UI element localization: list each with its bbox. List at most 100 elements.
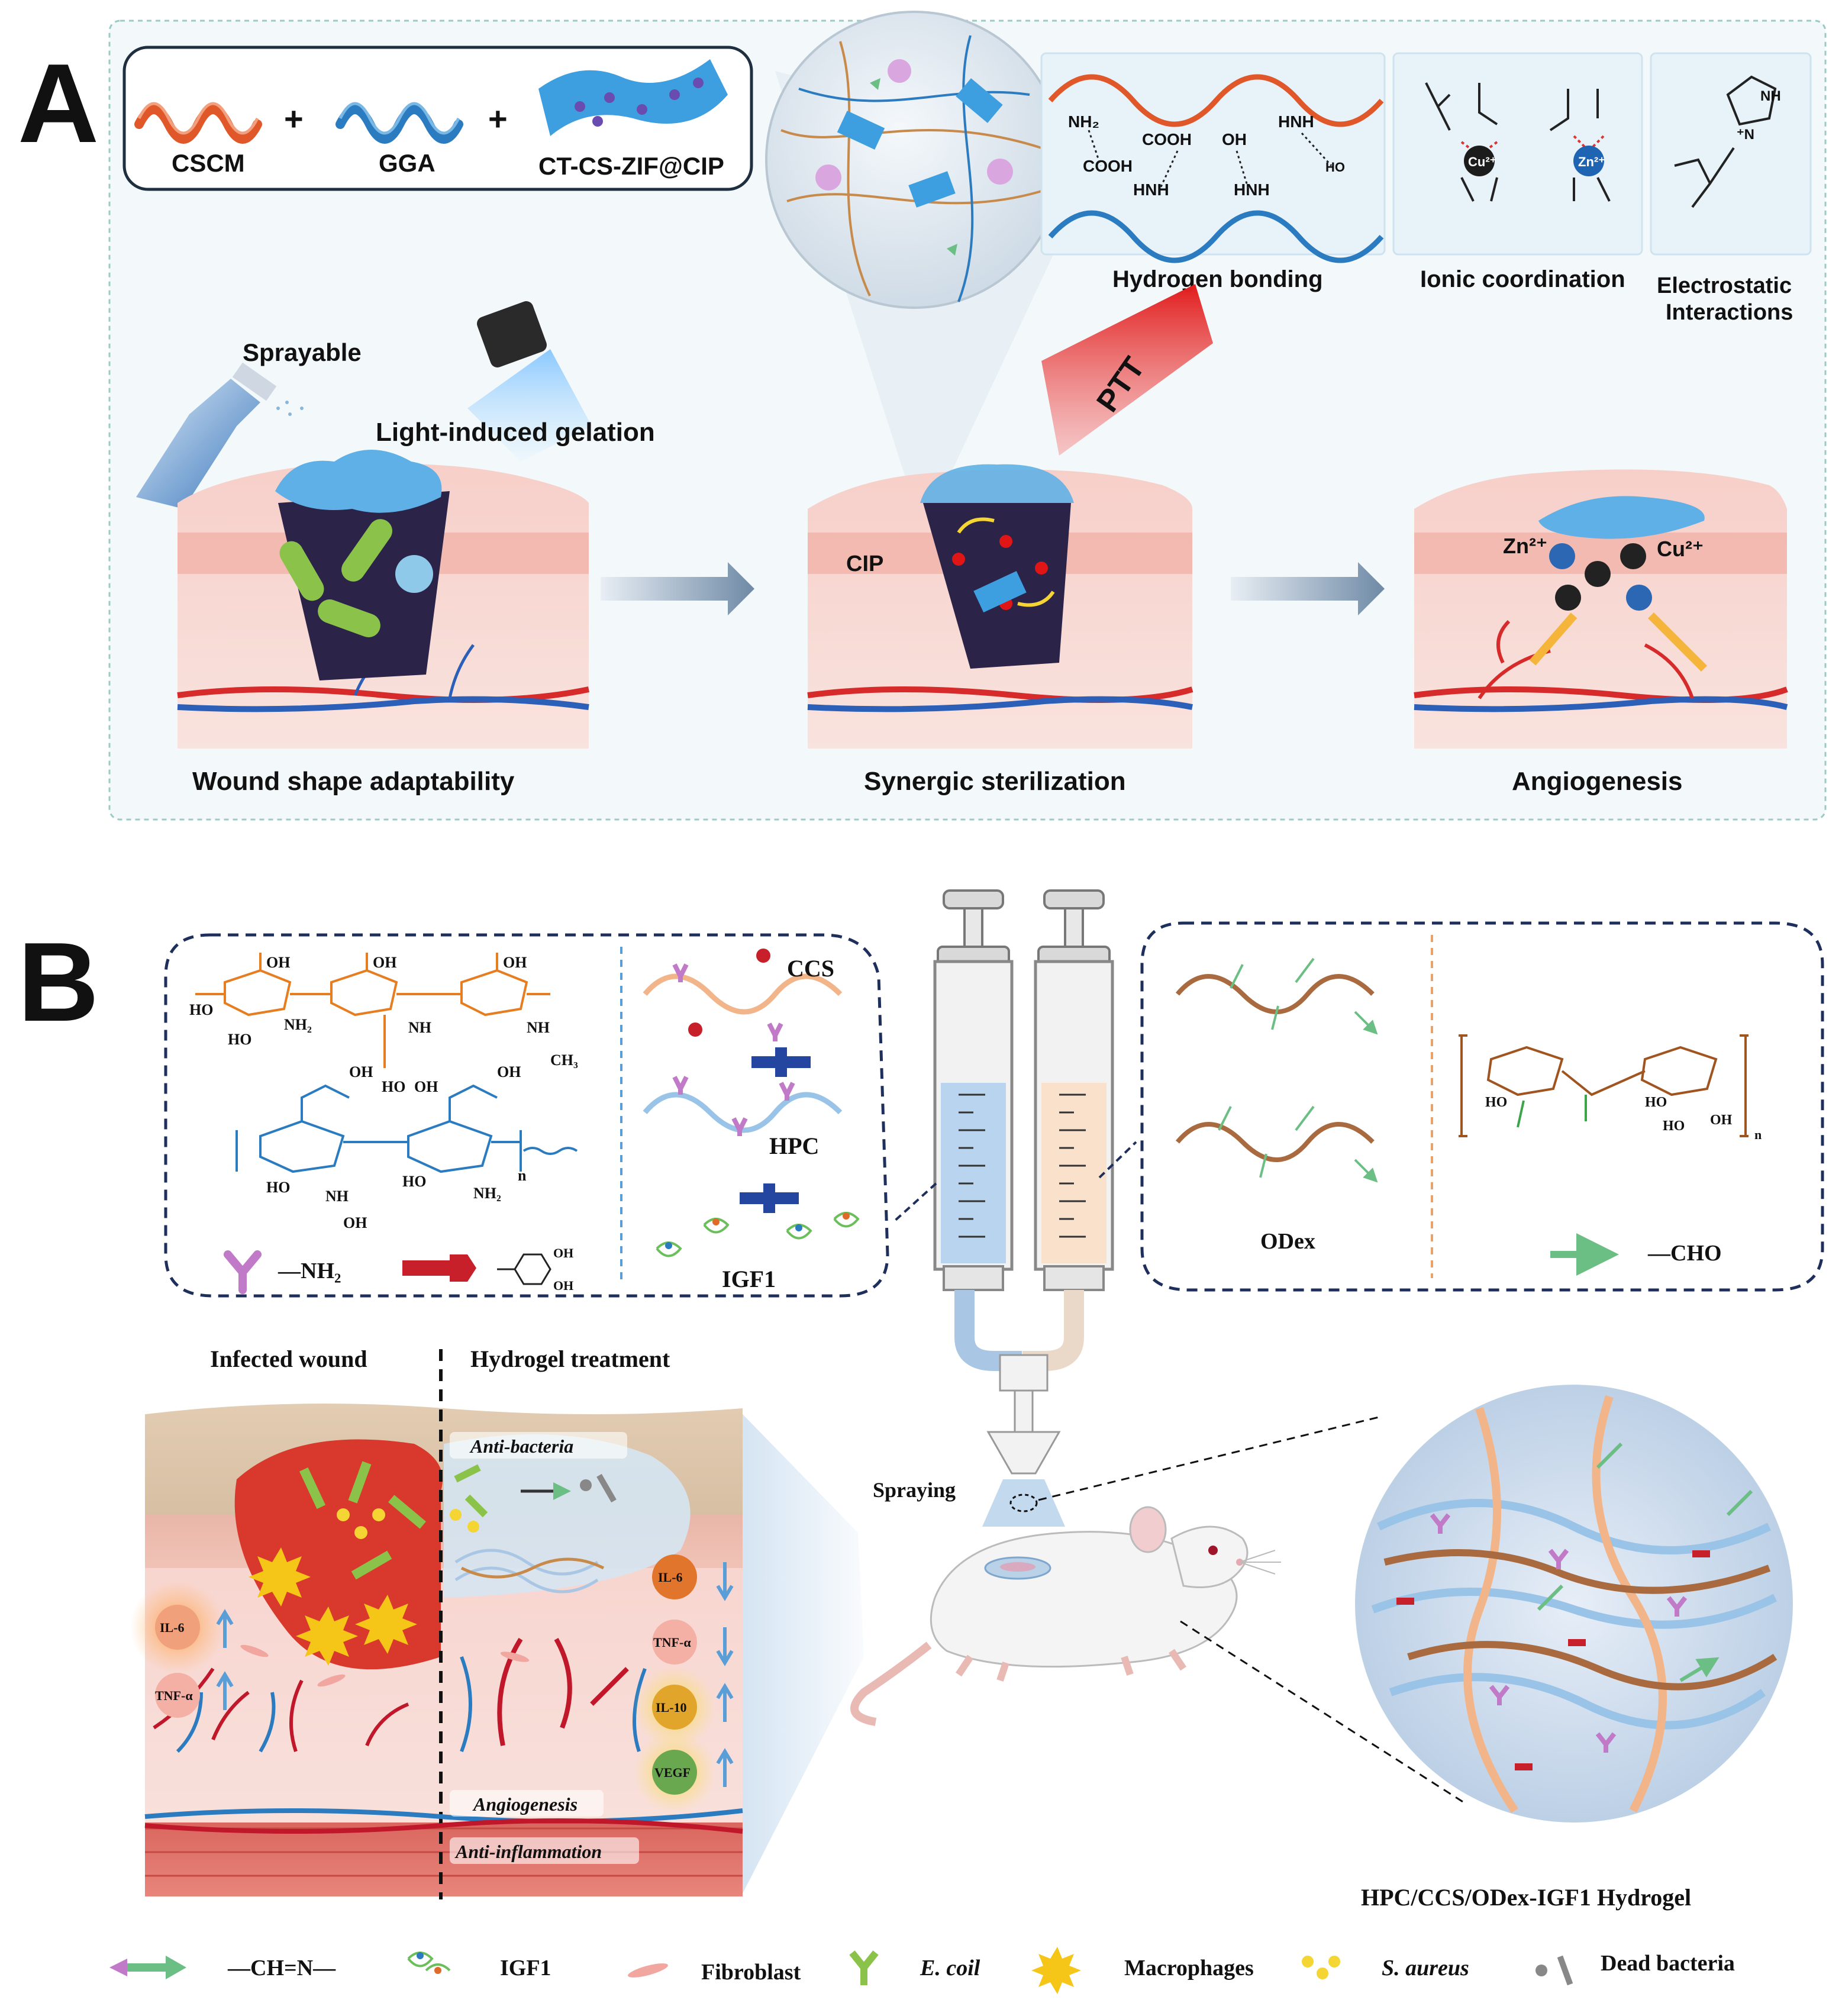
- legend-dead-bacteria-label: Dead bacteria: [1601, 1951, 1735, 1976]
- cscm-helix-icon: [134, 102, 262, 144]
- cytokine-right-tnf: TNF-α: [653, 1635, 691, 1650]
- cytokine-right-il10: IL-10: [656, 1700, 687, 1715]
- hydrogel-name-label: HPC/CCS/ODex-IGF1 Hydrogel: [1361, 1884, 1691, 1911]
- wound-schematic: [144, 1349, 743, 1899]
- il10-bubble: [652, 1685, 697, 1730]
- legend-imine-label: —CH=N—: [227, 1956, 336, 1980]
- angiogenesis-arrow-left: [1529, 612, 1578, 666]
- plus-sign-1: +: [284, 100, 304, 137]
- legend-fibroblast-label: Fibroblast: [701, 1960, 801, 1985]
- interaction-label-electrostatic-2: Interactions: [1666, 300, 1793, 325]
- legend-fibroblast-icon: [628, 1963, 668, 1978]
- stage-arrow-2: [1231, 562, 1385, 615]
- spraying-label: Spraying: [873, 1478, 956, 1502]
- chem-nh: NH: [1760, 88, 1781, 104]
- up-arrow-vegf: [716, 1748, 734, 1787]
- legend-ecoli-label: E. coil: [920, 1956, 980, 1980]
- macrophage-icon-3: [355, 1595, 417, 1654]
- zn-ion-ball-1: [1549, 543, 1575, 569]
- ccs-chem-oh-2: OH: [373, 954, 396, 971]
- anti-inflammation-label: Anti-inflammation: [454, 1841, 602, 1862]
- odex-chem-n: n: [1754, 1127, 1762, 1142]
- component-label-gga: GGA: [379, 149, 436, 177]
- h-bond-blue-chain: [1048, 210, 1384, 263]
- il6-bubble-right: [652, 1554, 697, 1599]
- vegf-bubble: [652, 1750, 697, 1795]
- up-arrow-tnf-left: [216, 1671, 234, 1710]
- plus-icon-1: [751, 1047, 811, 1077]
- cytokine-right-il6: IL-6: [658, 1570, 683, 1585]
- ccs-chain-icon: [643, 949, 843, 1041]
- odex-chem-ho-2: HO: [1645, 1095, 1667, 1110]
- ccs-chem-oh-3: OH: [503, 954, 527, 971]
- macrophage-icon-2: [296, 1607, 358, 1666]
- cytokine-right-vegf: VEGF: [654, 1765, 691, 1780]
- cytokine-left-il6: IL-6: [160, 1620, 185, 1635]
- gga-helix-icon: [336, 102, 463, 144]
- hpc-chem-ho-1: HO: [266, 1179, 290, 1196]
- igf1-label: IGF1: [722, 1266, 776, 1292]
- spray-bottle-icon: [136, 362, 304, 509]
- hpc-chem-oh-3: OH: [343, 1214, 367, 1231]
- syringe-pointer-right: [1098, 1141, 1137, 1179]
- ccs-chemical-structure: [195, 953, 550, 1068]
- interaction-label-hydrogen: Hydrogen bonding: [1112, 266, 1323, 292]
- hydrogel-region: [444, 1434, 691, 1598]
- chem-cooh-1: COOH: [1083, 157, 1133, 175]
- hydrogen-bonding-box: [1040, 52, 1386, 256]
- down-arrow-tnf-right: [716, 1627, 734, 1666]
- angiogenesis-arrow-right: [1648, 612, 1707, 672]
- hydrogel-treatment-label: Hydrogel treatment: [470, 1346, 670, 1372]
- down-arrow-il6-right: [716, 1562, 734, 1601]
- chem-hnh-1: HNH: [1278, 112, 1314, 131]
- legend-dead-bacteria-icon: [1535, 1955, 1573, 1986]
- bacteria-rod-1: [279, 541, 324, 601]
- component-label-ct-cs-zif-cip: CT-CS-ZIF@CIP: [538, 152, 724, 180]
- ccs-chem-oh-catechol: OH: [414, 1078, 438, 1095]
- legend-ecoli-icon: [849, 1950, 879, 1985]
- cho-legend-label: —CHO: [1647, 1241, 1722, 1266]
- stage-2-skin-section: CIP: [807, 464, 1193, 749]
- catechol-chem-oh-1: OH: [553, 1246, 573, 1260]
- tnf-bubble-right: [652, 1620, 697, 1665]
- tnf-bubble-left: [155, 1673, 200, 1718]
- right-components-box: [1140, 921, 1824, 1292]
- syringe-pointer-left: [892, 1182, 937, 1223]
- stage-3-skin-section: Zn²⁺ Cu²⁺: [1414, 469, 1788, 749]
- interaction-label-electrostatic-1: Electrostatic: [1657, 273, 1792, 298]
- ionic-coordination-structure: [1425, 82, 1611, 202]
- light-source-icon: [467, 301, 592, 462]
- h-bond-orange-chain: [1048, 74, 1384, 127]
- stage-label-3: Angiogenesis: [1512, 767, 1683, 796]
- chem-zn-center: Zn²⁺: [1578, 154, 1605, 169]
- hpc-chem-n: n: [518, 1167, 527, 1184]
- panel-b-label: B: [18, 920, 99, 1045]
- cip-label: CIP: [846, 551, 883, 576]
- zn-ion-label: Zn²⁺: [1503, 534, 1547, 558]
- zn-ion-sphere: [1573, 146, 1604, 176]
- ct-cs-zif-sheet-icon: [538, 59, 728, 136]
- legend-macrophage-icon: [1031, 1947, 1081, 1994]
- ionic-coordination-box: [1392, 52, 1643, 256]
- hpc-label: HPC: [769, 1133, 819, 1159]
- ccs-chem-ho-1: HO: [189, 1001, 213, 1018]
- bacteria-cocci-1: [395, 555, 433, 593]
- zn-ion-ball-2: [1626, 585, 1652, 611]
- chem-hnh-3: HNH: [1234, 180, 1270, 199]
- panel-b: B OH OH OH HO HO NH₂ NH NH CH₃ HO OH: [18, 889, 1824, 1994]
- odex-chemical-structure: [1459, 1034, 1749, 1137]
- panel-a-label: A: [18, 41, 99, 166]
- ccs-chem-nh2: NH₂: [284, 1016, 312, 1033]
- zoom-line-top: [1038, 1416, 1379, 1501]
- legend-igf1-label: IGF1: [500, 1956, 551, 1980]
- hpc-chem-oh-2: OH: [497, 1063, 521, 1080]
- zoom-beam: [743, 1414, 864, 1894]
- spray-zoom-ellipse: [1009, 1494, 1038, 1512]
- odex-label: ODex: [1260, 1229, 1315, 1254]
- hydrogel-network-sphere: [1355, 1385, 1793, 1823]
- dual-syringe: [933, 889, 1114, 1527]
- ccs-chem-nh-2: NH: [527, 1019, 550, 1036]
- stage-1-skin-section: [177, 450, 590, 749]
- cu-ion-ball-2: [1555, 585, 1581, 611]
- stage-label-2: Synergic sterilization: [864, 767, 1126, 796]
